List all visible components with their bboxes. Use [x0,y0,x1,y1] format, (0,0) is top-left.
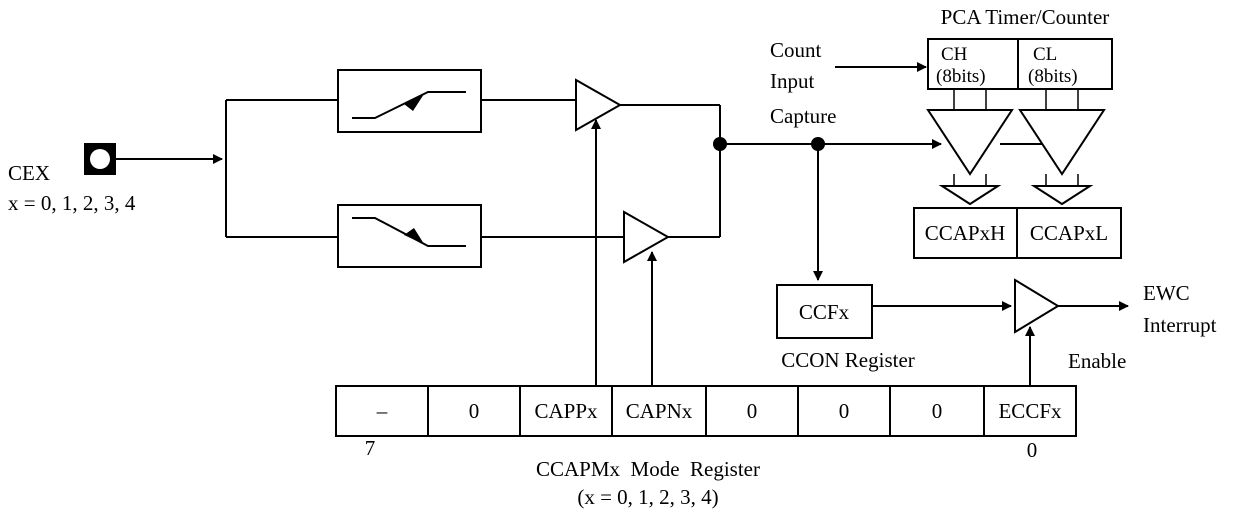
ccapxh-register [913,207,1018,259]
mode-bit-label: CAPNx [626,399,693,423]
falling-edge-detector [337,204,482,268]
falling-gate [623,210,671,264]
mode-bit-cell [519,385,613,437]
rising-gate [575,78,623,132]
mode-bit-cell [335,385,429,437]
mode-bit-label: 0 [932,399,943,423]
rising-edge-detector [337,69,482,133]
ch-label: CH [941,44,968,65]
mode-bit-cell [983,385,1077,437]
pca-timer-title: PCA Timer/Counter [941,5,1110,29]
bit-high-label: 7 [365,436,376,460]
ccapxl-register [1016,207,1122,259]
cex-range-label: x = 0, 1, 2, 3, 4 [8,191,136,215]
cl-register [1017,38,1113,90]
ccon-register-label: CCON Register [781,348,915,372]
mode-bit-label: 0 [469,399,480,423]
interrupt-gate [1014,278,1060,334]
capture-label: Capture [770,104,836,128]
ewc-label: EWC [1143,281,1190,305]
cex-pin-icon [84,143,116,175]
mode-register-title: CCAPMx Mode Register [536,457,760,481]
mode-bit-cell [889,385,985,437]
ccfx-label: CCFx [799,300,850,324]
interrupt-label: Interrupt [1143,313,1217,337]
mode-bit-label: 0 [747,399,758,423]
enable-label: Enable [1068,349,1126,373]
bit-low-label: 0 [1027,438,1038,462]
mode-bit-label: – [376,399,388,423]
cl-label: CL [1033,44,1057,65]
ch-transfer-buffer [926,89,1014,206]
mode-bit-label: ECCFx [998,399,1062,423]
cl-bits-label: (8bits) [1028,66,1078,87]
ccapmx-mode-register: – 0 CAPPx CAPNx 0 0 0 ECCFx [335,385,1077,437]
ch-register [927,38,1019,90]
mode-bit-label: 0 [839,399,850,423]
ccfx-box [776,284,873,339]
mode-register-range: (x = 0, 1, 2, 3, 4) [577,485,718,509]
ch-bits-label: (8bits) [936,66,986,87]
cl-transfer-buffer [1018,89,1106,206]
cex-label: CEX [8,161,50,185]
ccapxl-label: CCAPxL [1030,221,1108,245]
count-label: Count [770,38,822,62]
input-label: Input [770,69,814,93]
ccapxh-label: CCAPxH [925,221,1006,245]
mode-bit-cell [427,385,521,437]
mode-bit-label: CAPPx [534,399,598,423]
